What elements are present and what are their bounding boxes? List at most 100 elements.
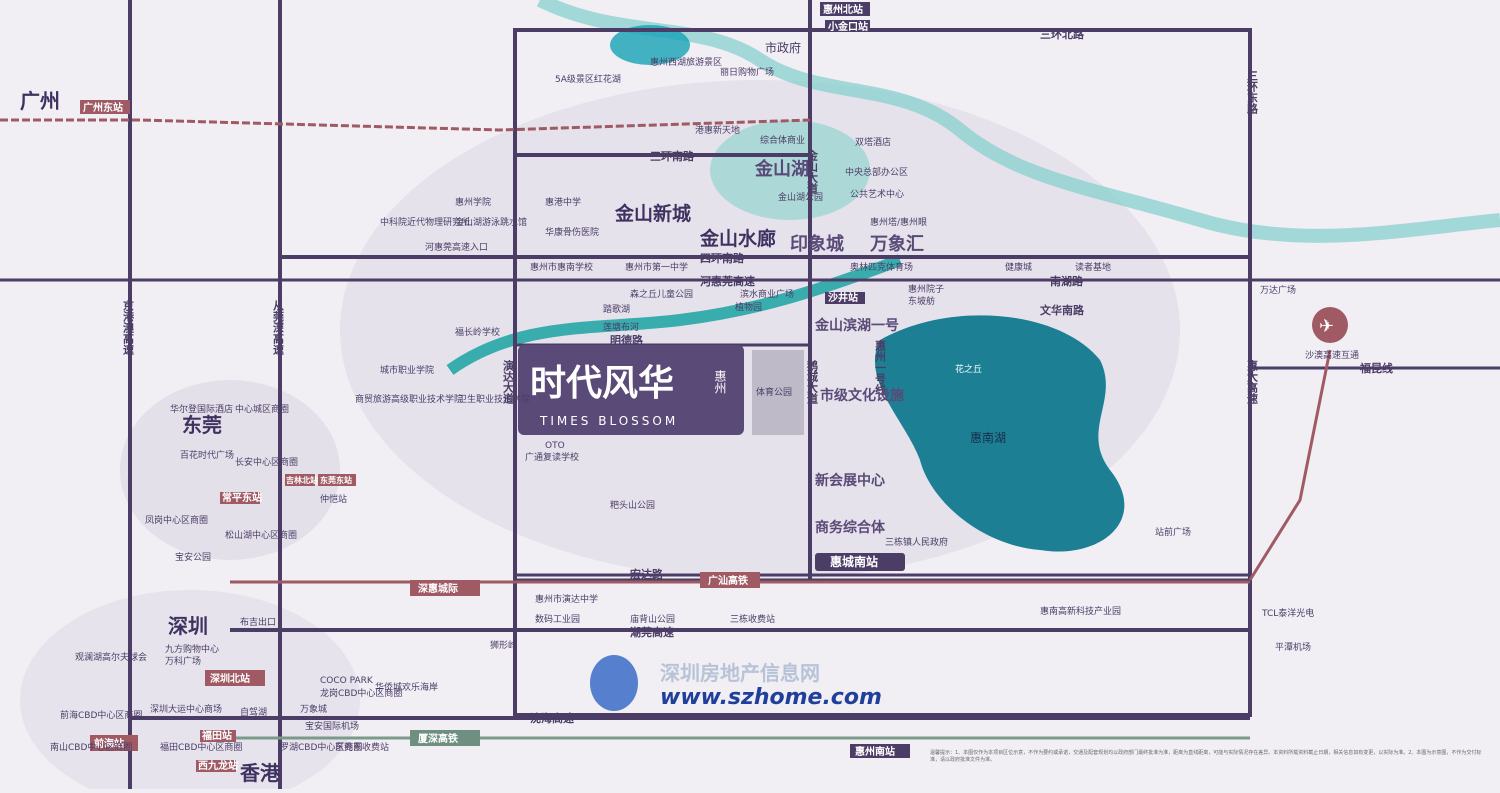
label-mingde: 明德路 (610, 333, 644, 347)
area-jinshan-water: 金山水廊 (699, 227, 776, 250)
label-guangshan: 广汕高铁 (708, 574, 748, 587)
watermark-logo (590, 655, 638, 711)
station-bg (825, 20, 870, 32)
label-jinghu: 京港澳高速 (122, 299, 135, 356)
station-bg (285, 474, 315, 486)
label-yanhai: 沈海高速 (530, 711, 574, 725)
poi-miaobei: 三栋收费站 (730, 613, 775, 625)
poi-longgang: 华侨城欢乐海岸 (375, 681, 438, 693)
poi-honghua: 5A级景区红花湖 (555, 73, 621, 85)
poi-trade-college: 商贸旅游高级职业技术学院 (355, 393, 463, 405)
station-qianhai: 前海站 (94, 737, 124, 750)
poi-vanke: COCO PARK (320, 676, 374, 686)
poi-sports-park: 站前广场 (1155, 526, 1191, 538)
station-shajing: 沙井站 (828, 291, 858, 304)
poi-fenggang: 松山湖中心区商圈 (225, 529, 297, 541)
poi-changan: 凤岗中心区商圈 (145, 514, 208, 526)
poi-dayun: 万象城 (300, 703, 327, 715)
xihu-lake (610, 25, 690, 65)
river (536, 0, 1500, 243)
label-hongda: 宏达路 (630, 567, 664, 581)
project-name-sub: 惠州 (713, 370, 727, 394)
poi-twin-tower: 双塔酒店 (855, 136, 891, 148)
poi-jinshan-park: 金山湖公园 (778, 191, 823, 203)
poi-baihua: 长安中心区商圈 (235, 456, 298, 468)
station-bg (820, 2, 870, 16)
label-henghui: 河惠莞高速 (700, 274, 755, 288)
station-jilin: 吉林北站 (286, 475, 318, 485)
poi-liantang: 莲塘布河 (603, 321, 639, 333)
label-r3e: 三环东路 (1246, 70, 1259, 115)
poi-airport: 沙澳高速互通 (1305, 349, 1359, 361)
station-bg (90, 735, 138, 751)
airport-icon (1312, 307, 1348, 343)
poi-cas: 中科院近代物理研究所 (380, 216, 470, 228)
airport-plane-icon: ✈ (1319, 316, 1334, 337)
area-expo: 新会展中心 (815, 472, 885, 489)
poi-huakang: 华康骨伤医院 (545, 226, 599, 238)
station-donglv: 东莞东站 (320, 475, 352, 485)
station-bg (825, 292, 865, 304)
station-bg (220, 492, 260, 504)
poi-tcl: 平潭机场 (1275, 641, 1311, 653)
area-jinshan-lake: 金山湖 (754, 158, 809, 180)
poi-songshan: 宝安公园 (175, 551, 211, 563)
station-bg (850, 744, 910, 758)
label-fukun: 福昆线 (1359, 361, 1393, 375)
poi-dg-toll: 布吉出口 (240, 616, 276, 628)
rail-airport (1248, 349, 1332, 581)
poi-yuanzi: 惠州院子 (908, 283, 944, 295)
city-dongguan: 东莞 (182, 413, 222, 437)
poi-art: 公共艺术中心 (850, 188, 904, 200)
station-bg (205, 670, 265, 686)
station-bg (200, 730, 236, 742)
city-hongkong: 香港 (240, 761, 281, 785)
project-card[interactable] (518, 345, 744, 435)
poi-sandong-gov: 惠州市演达中学 (535, 593, 598, 605)
poi-hitech: TCL泰洋光电 (1261, 607, 1314, 619)
label-nanhu: 南湖路 (1050, 274, 1084, 288)
poi-yanda-school: 数码工业园 (535, 613, 580, 625)
station-bg (318, 474, 356, 486)
bg-blob (120, 380, 340, 560)
poi-hzu: 惠州学院 (455, 196, 491, 208)
area-huinan-lake: 惠南湖 (970, 430, 1006, 445)
label-ehcheng: 鹅城大道 (806, 359, 819, 405)
station-zhongkai: 仲恺站 (320, 493, 347, 505)
poi-botanic: 植物园 (735, 301, 762, 313)
poi-olympic: 奥林匹克体育场 (850, 261, 913, 273)
poi-reader: 读者基地 (1075, 261, 1111, 273)
watermark-cn: 深圳房地产信息网 (660, 661, 820, 685)
watermark: 深圳房地产信息网 www.szhome.com (590, 655, 930, 715)
label-congguan: 从莞深高速 (272, 300, 286, 356)
station-bg (815, 553, 905, 571)
area-jinshan-new: 金山新城 (614, 202, 691, 225)
label-shenhui: 深惠城际 (418, 582, 458, 595)
poi-swim: 金山湖游泳跳水馆 (455, 216, 527, 228)
poi-city-gov: 市政府 (765, 40, 801, 55)
label-wenhua: 文华南路 (1040, 303, 1085, 317)
poi-qianhai-cbd: 南山CBD中心区商圈 (50, 741, 132, 753)
rail-shenhui (0, 118, 811, 132)
poi-oto: OTO (545, 441, 565, 451)
poi-complex: 综合体商业 (760, 134, 805, 146)
poi-buji: 自驾湖 (240, 706, 267, 718)
poi-baoan-park: 观澜湖高尔夫球会 (75, 651, 147, 663)
poi-nanshan-cbd: 福田CBD中心区商圈 (160, 741, 242, 753)
station-gz: 广州东站 (83, 101, 123, 114)
poi-lirim: 丽日购物广场 (720, 66, 774, 78)
station-huichengnan: 惠城南站 (830, 554, 878, 569)
disclaimer: 温馨提示：1、本图仅作为本项目区位示意，不作为要约或承诺，交通及配套规划均以政府… (930, 750, 1482, 763)
label-jinshan: 金山大道 (806, 149, 820, 195)
label-huida: 惠大高速 (1246, 359, 1259, 405)
poi-shaao: 万达广场 (1260, 284, 1296, 296)
area-culture: 市级文化设施 (820, 387, 904, 404)
station-szbei: 深圳北站 (210, 672, 250, 685)
poi-sandong-toll: 狮形岭 (490, 639, 517, 651)
poi-guangtong: 广通复读学校 (525, 451, 579, 463)
station-bg (196, 760, 236, 772)
project-name-en: TIMES BLOSSOM (539, 414, 678, 428)
city-guangzhou: 广州 (20, 89, 60, 113)
poi-hq: 中央总部办公区 (845, 166, 908, 178)
